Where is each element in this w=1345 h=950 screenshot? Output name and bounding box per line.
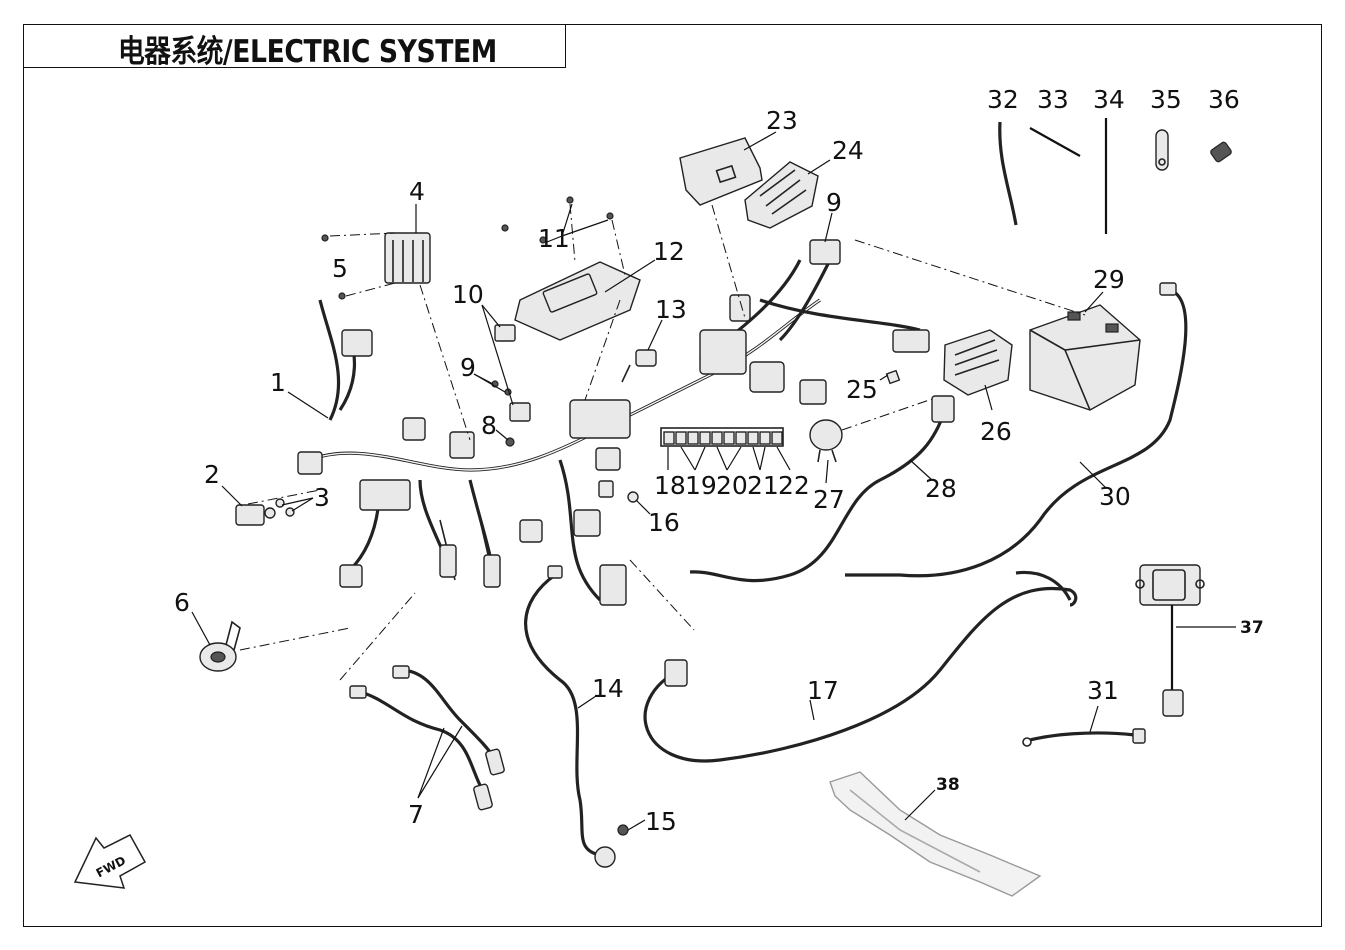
callout-11: 11 — [538, 224, 570, 253]
callout-1: 1 — [270, 368, 286, 397]
callout-14: 14 — [592, 674, 624, 703]
callout-34: 34 — [1093, 85, 1125, 114]
control-units — [679, 137, 819, 319]
connector — [341, 329, 373, 357]
callout-38: 38 — [936, 775, 960, 795]
small-sensor — [621, 349, 657, 383]
callout-labels: 1 2 3 4 5 6 7 8 9 9 10 11 12 13 14 15 16… — [174, 85, 1264, 836]
callout-12: 12 — [653, 237, 685, 266]
callout-3: 3 — [314, 483, 330, 512]
callout-16: 16 — [648, 508, 680, 537]
callout-6: 6 — [174, 588, 190, 617]
callout-26: 26 — [980, 417, 1012, 446]
callout-17: 17 — [807, 676, 839, 705]
callout-13: 13 — [655, 295, 687, 324]
battery — [845, 239, 1188, 578]
grommet — [598, 480, 639, 503]
callout-29: 29 — [1093, 265, 1125, 294]
callout-21: 21 — [747, 471, 779, 500]
fuse-box — [885, 329, 1013, 396]
page-title: 电器系统/ELECTRIC SYSTEM — [118, 34, 497, 70]
callout-31: 31 — [1087, 676, 1119, 705]
ecu-bracket — [501, 196, 641, 401]
fwd-label: FWD — [94, 853, 128, 880]
long-cable — [629, 559, 1078, 763]
callout-25: 25 — [846, 375, 878, 404]
main-wiring-harness — [297, 239, 930, 606]
electronic-module — [1135, 564, 1236, 717]
starter-relay — [689, 395, 955, 583]
callout-24: 24 — [832, 136, 864, 165]
forward-arrow-icon: FWD — [73, 834, 147, 889]
callout-8: 8 — [481, 411, 497, 440]
callout-leaders — [191, 131, 1107, 831]
callout-23: 23 — [766, 106, 798, 135]
callout-9b: 9 — [826, 188, 842, 217]
callout-35: 35 — [1150, 85, 1182, 114]
drawing-frame — [23, 24, 1322, 927]
regulator-rectifier — [321, 232, 471, 441]
callout-20: 20 — [716, 471, 748, 500]
callout-32: 32 — [987, 85, 1019, 114]
callout-10: 10 — [452, 280, 484, 309]
title-box — [23, 24, 566, 68]
callout-9a: 9 — [460, 353, 476, 382]
callout-30: 30 — [1099, 482, 1131, 511]
callout-4: 4 — [409, 177, 425, 206]
fuse-set — [660, 427, 791, 471]
callout-5: 5 — [332, 254, 348, 283]
callout-15: 15 — [645, 807, 677, 836]
callout-22: 22 — [778, 471, 810, 500]
sensor-with-bolts — [235, 489, 321, 526]
callout-2: 2 — [204, 460, 220, 489]
callout-33: 33 — [1037, 85, 1069, 114]
horn — [199, 592, 416, 681]
speed-sensor-cable — [524, 565, 629, 868]
small-accessories — [998, 118, 1232, 747]
callout-27: 27 — [813, 485, 845, 514]
mounting-bracket — [829, 771, 1042, 897]
callout-28: 28 — [925, 474, 957, 503]
oxygen-sensors — [349, 665, 505, 811]
callout-36: 36 — [1208, 85, 1240, 114]
callout-18: 18 — [654, 471, 686, 500]
callout-37: 37 — [1240, 618, 1264, 638]
callout-19: 19 — [685, 471, 717, 500]
relays — [491, 324, 531, 447]
callout-7: 7 — [408, 800, 424, 829]
